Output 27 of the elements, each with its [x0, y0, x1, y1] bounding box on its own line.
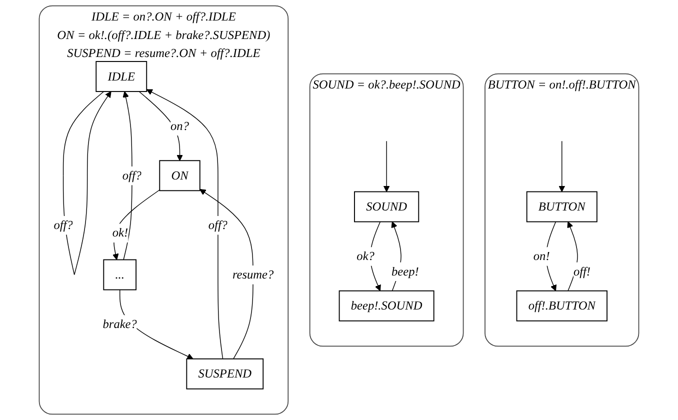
edge-label: resume?	[232, 268, 274, 282]
edge-label: on?	[170, 119, 189, 133]
edge-label: off?	[208, 218, 228, 232]
node-box: IDLE	[96, 61, 148, 92]
arrow	[62, 91, 112, 276]
node-box: SUSPEND	[186, 358, 264, 390]
arrow	[370, 221, 381, 292]
arrow	[112, 190, 160, 260]
node-box: SOUND	[354, 191, 420, 222]
edge-label: off?	[122, 168, 142, 182]
edge-label: brake?	[102, 317, 137, 332]
edge-label: off!	[573, 264, 591, 278]
arrow	[383, 140, 390, 192]
arrow	[558, 140, 566, 192]
edge-label: ok?	[356, 249, 374, 263]
edge-label: beep!	[392, 264, 419, 278]
arrow	[122, 91, 132, 260]
edge-label: off?	[54, 218, 73, 232]
edge-label: on!	[533, 249, 550, 263]
node-box: beep!.SOUND	[338, 290, 434, 322]
arrow	[546, 221, 557, 292]
edge-label: ok!	[112, 226, 128, 240]
node-box: ...	[103, 259, 136, 290]
arrow	[138, 91, 183, 161]
arrow	[567, 221, 578, 292]
arrow	[200, 188, 254, 360]
arrow	[146, 89, 224, 360]
